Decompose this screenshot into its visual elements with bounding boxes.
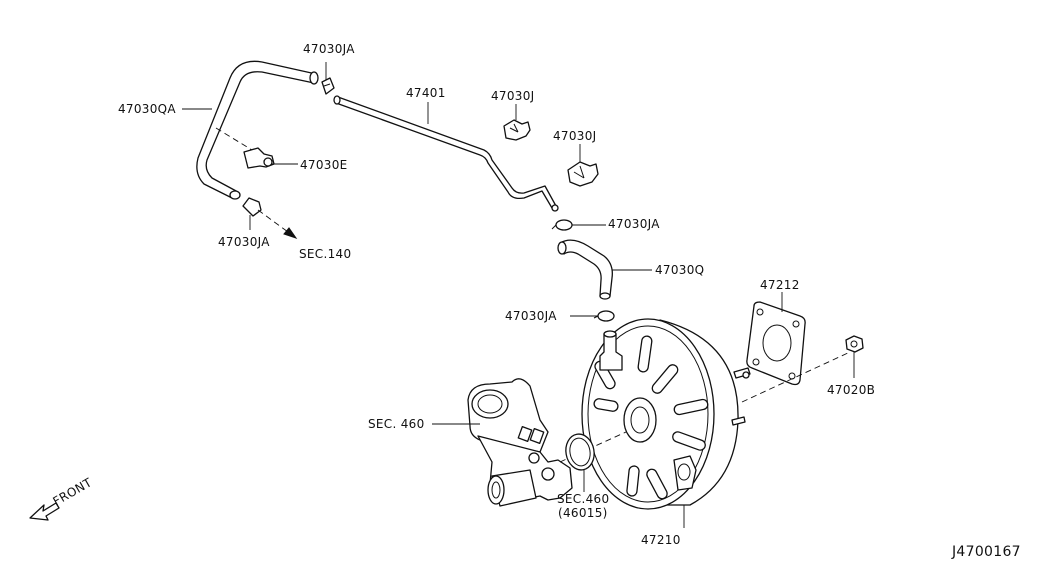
clamp-47030ja-top bbox=[321, 77, 335, 95]
label-47030ja-bottom-left: 47030JA bbox=[218, 235, 270, 249]
arrow-sec140-icon bbox=[283, 227, 298, 239]
master-cylinder bbox=[467, 378, 573, 507]
hose-47030q bbox=[557, 239, 613, 300]
check-valve-47030e bbox=[243, 147, 275, 169]
gasket-47212 bbox=[746, 301, 806, 386]
nut-47020b bbox=[845, 335, 864, 353]
label-47030j-lower: 47030J bbox=[553, 129, 597, 143]
label-47030j-upper: 47030J bbox=[491, 89, 535, 103]
clamp-47030ja-mid bbox=[551, 219, 573, 231]
label-47030e: 47030E bbox=[300, 158, 348, 172]
label-47020b: 47020B bbox=[827, 383, 875, 397]
front-arrow-icon bbox=[29, 502, 60, 521]
label-47210: 47210 bbox=[641, 533, 681, 547]
clip-47030j-upper bbox=[503, 119, 531, 141]
brake-booster-47210 bbox=[581, 318, 751, 510]
label-47030ja-mid: 47030JA bbox=[608, 217, 660, 231]
label-sec460-oring: SEC.460 bbox=[557, 492, 609, 506]
label-47030ja-booster: 47030JA bbox=[505, 309, 557, 323]
label-46015: (46015) bbox=[558, 506, 608, 520]
o-ring-46015 bbox=[565, 433, 595, 471]
clamp-47030ja-booster bbox=[593, 310, 615, 322]
label-47401: 47401 bbox=[406, 86, 446, 100]
diagram-id: J4700167 bbox=[951, 544, 1021, 560]
dash-sec140 bbox=[257, 209, 289, 233]
dash-valve-top bbox=[215, 127, 253, 151]
label-front: FRONT bbox=[51, 475, 95, 509]
label-sec460-master: SEC. 460 bbox=[368, 417, 425, 431]
tube-47401 bbox=[333, 95, 559, 212]
hose-47030qa bbox=[196, 60, 319, 200]
label-47030ja-top: 47030JA bbox=[303, 42, 355, 56]
clamp-47030ja-bottom-left bbox=[242, 197, 262, 217]
clip-47030j-lower bbox=[567, 161, 599, 187]
label-47030q: 47030Q bbox=[655, 263, 704, 277]
label-47030qa: 47030QA bbox=[118, 102, 176, 116]
label-47212: 47212 bbox=[760, 278, 800, 292]
label-sec140: SEC.140 bbox=[299, 247, 351, 261]
